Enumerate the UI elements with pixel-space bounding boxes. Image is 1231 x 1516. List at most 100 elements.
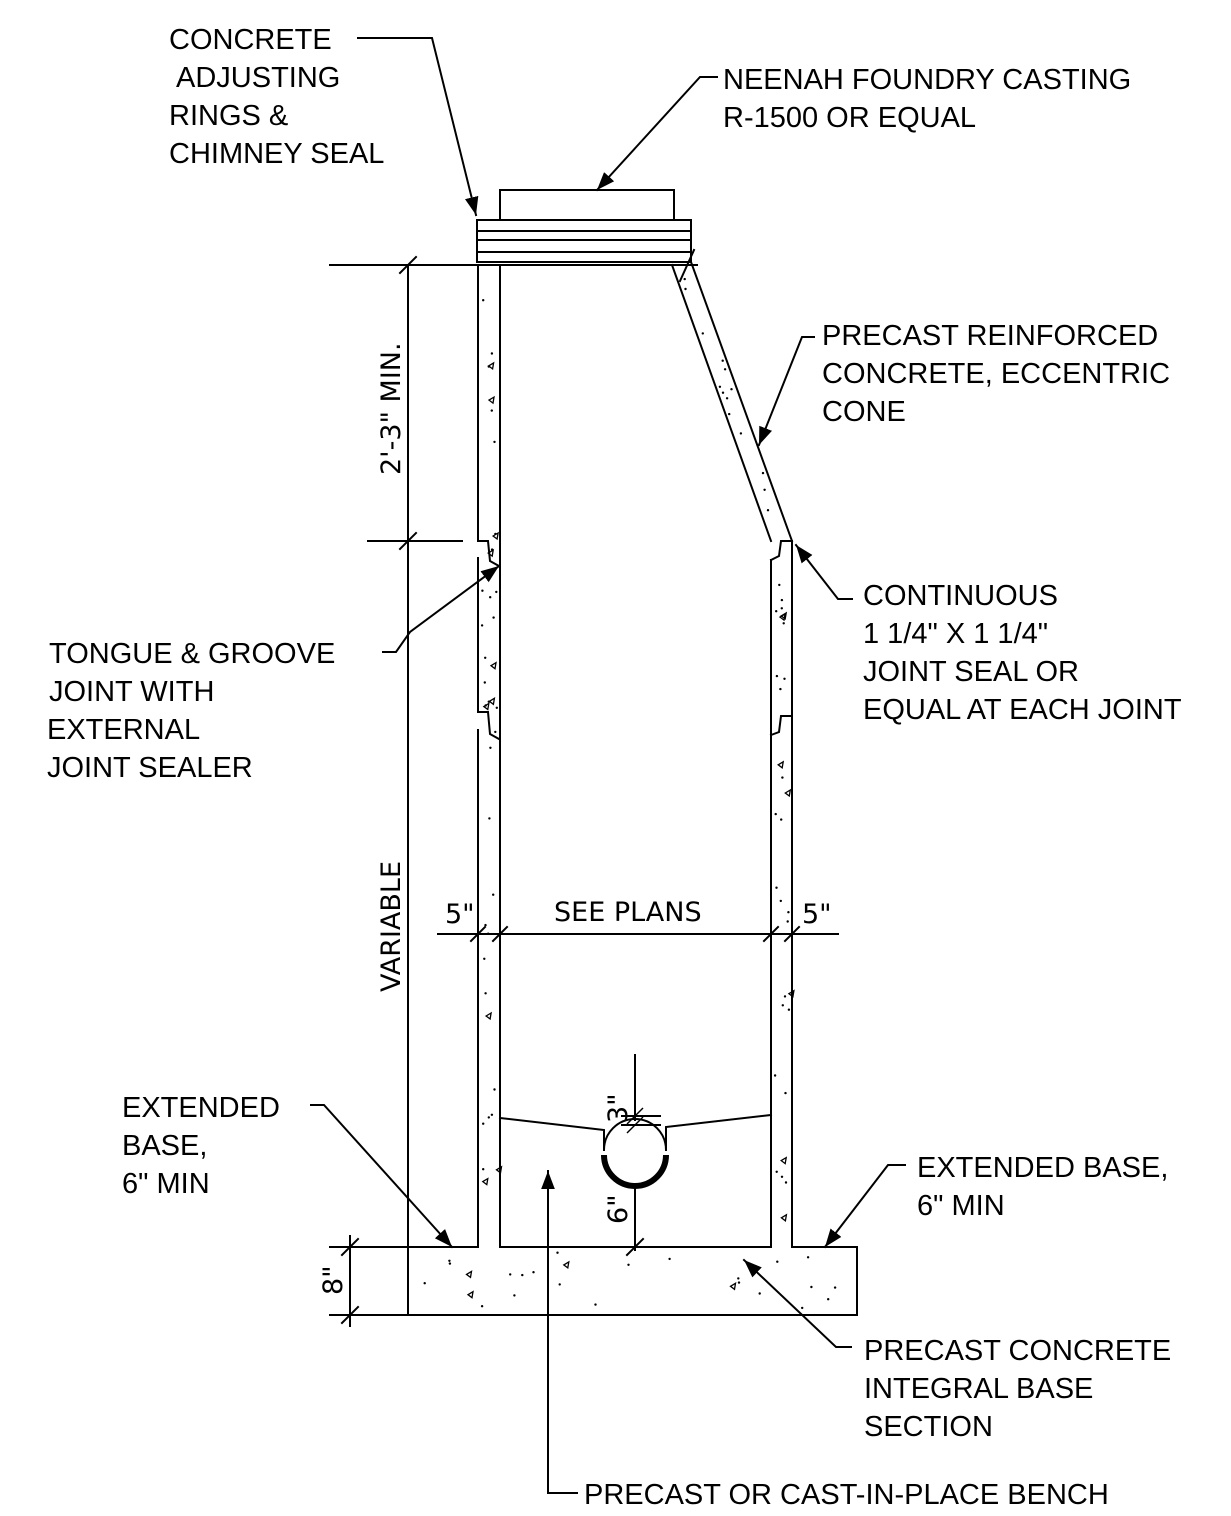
concrete-aggregate xyxy=(495,1165,503,1174)
concrete-speck xyxy=(490,409,493,412)
concrete-speck xyxy=(482,1122,485,1125)
callout-extended-base-right: EXTENDED BASE, 6" MIN xyxy=(917,1152,1176,1222)
concrete-speck xyxy=(448,1262,452,1265)
concrete-speck xyxy=(492,893,495,896)
concrete-aggregate xyxy=(488,697,496,706)
concrete-speck xyxy=(494,532,497,536)
concrete-speck xyxy=(780,607,783,610)
concrete-speck xyxy=(684,287,687,291)
concrete-speck xyxy=(683,277,686,281)
concrete-speck xyxy=(480,624,484,627)
dim-pipe-bottom: 6" xyxy=(603,1194,634,1224)
concrete-speck xyxy=(774,812,777,816)
concrete-speck xyxy=(484,992,487,995)
concrete-aggregate xyxy=(484,1011,492,1021)
concrete-speck xyxy=(773,1074,777,1077)
concrete-speck xyxy=(737,1281,741,1284)
concrete-aggregate xyxy=(481,1177,489,1186)
dim-see-plans: SEE PLANS xyxy=(554,897,702,928)
concrete-speck xyxy=(763,488,766,491)
concrete-speck xyxy=(723,368,727,371)
concrete-speck xyxy=(668,1257,671,1261)
concrete-speck xyxy=(784,1181,788,1184)
concrete-speck xyxy=(483,681,486,684)
concrete-speck xyxy=(487,1116,490,1119)
concrete-speck xyxy=(780,1175,784,1179)
concrete-speck xyxy=(725,397,729,400)
concrete-speck xyxy=(482,299,485,302)
concrete-speck xyxy=(787,911,790,914)
concrete-speck xyxy=(594,1303,597,1306)
casting-frame xyxy=(499,189,675,221)
concrete-speck xyxy=(775,674,779,678)
concrete-speck xyxy=(779,899,782,903)
concrete-speck xyxy=(489,596,492,599)
dimensions: 2'-3" MIN. VARIABLE 5" SEE PLANS 5" 8" 3… xyxy=(318,255,839,1327)
concrete-speck xyxy=(786,920,789,923)
concrete-speck xyxy=(482,1168,485,1171)
concrete-speck xyxy=(558,1283,561,1286)
concrete-speck xyxy=(448,1259,451,1263)
concrete-speck xyxy=(801,1306,804,1310)
callout-joint-seal: CONTINUOUS 1 1/4" X 1 1/4" JOINT SEAL OR… xyxy=(863,580,1182,726)
concrete-speck xyxy=(776,1260,779,1263)
concrete-aggregate xyxy=(780,611,788,621)
concrete-speck xyxy=(495,590,498,594)
concrete-aggregate xyxy=(489,661,497,670)
concrete-speck xyxy=(787,1008,791,1011)
concrete-speck xyxy=(490,352,494,355)
concrete-aggregate xyxy=(784,788,792,798)
concrete-aggregate xyxy=(465,1270,473,1279)
concrete-speck xyxy=(509,1273,512,1276)
concrete-aggregate xyxy=(487,395,495,405)
concrete-speck xyxy=(782,622,785,625)
concrete-speck xyxy=(827,1298,830,1301)
manhole-structure xyxy=(329,189,858,1316)
concrete-speck xyxy=(779,687,782,691)
concrete-speck xyxy=(521,1273,524,1277)
concrete-speck xyxy=(721,391,725,394)
concrete-speck xyxy=(766,509,770,512)
concrete-speck xyxy=(775,610,778,613)
concrete-speck xyxy=(513,1294,516,1297)
concrete-aggregate xyxy=(777,760,785,769)
concrete-speck xyxy=(833,1286,837,1289)
cone-inner xyxy=(670,263,773,543)
concrete-speck xyxy=(483,957,486,960)
concrete-speck xyxy=(730,388,733,391)
concrete-speck xyxy=(780,598,784,602)
dim-variable: VARIABLE xyxy=(376,861,407,992)
callout-tongue-groove: TONGUE & GROOVE JOINT WITH EXTERNAL JOIN… xyxy=(47,638,343,784)
concrete-speck xyxy=(783,677,786,680)
concrete-speck xyxy=(481,589,484,592)
concrete-aggregate xyxy=(487,548,495,558)
concrete-speck xyxy=(758,1292,761,1295)
concrete-speck xyxy=(490,1113,494,1117)
dim-bench-slope: 3" xyxy=(603,1093,634,1123)
concrete-speck xyxy=(739,432,743,435)
concrete-speck xyxy=(810,1285,813,1289)
cone-outer xyxy=(689,260,794,543)
concrete-speck xyxy=(494,730,497,734)
bench xyxy=(498,1116,605,1151)
callout-eccentric-cone: PRECAST REINFORCED CONCRETE, ECCENTRIC C… xyxy=(822,320,1178,428)
callout-adjusting-rings: CONCRETE ADJUSTING RINGS & CHIMNEY SEAL xyxy=(169,24,384,170)
concrete-speck xyxy=(532,1271,535,1274)
concrete-stipple xyxy=(423,277,837,1310)
callout-casting: NEENAH FOUNDRY CASTING R-1500 OR EQUAL xyxy=(723,64,1139,134)
concrete-aggregate xyxy=(482,702,490,711)
concrete-aggregate xyxy=(466,1290,474,1299)
concrete-speck xyxy=(761,471,765,475)
dim-wall-right: 5" xyxy=(802,899,832,930)
dim-base-thickness: 8" xyxy=(318,1265,349,1295)
concrete-speck xyxy=(775,1170,778,1174)
base-slab xyxy=(407,1246,858,1316)
concrete-speck xyxy=(778,583,781,587)
concrete-speck xyxy=(480,1305,484,1308)
concrete-aggregate xyxy=(729,1282,737,1291)
concrete-aggregate xyxy=(562,1260,570,1270)
pipe-invert xyxy=(601,1154,669,1189)
concrete-aggregate xyxy=(487,361,495,371)
concrete-speck xyxy=(780,818,783,821)
